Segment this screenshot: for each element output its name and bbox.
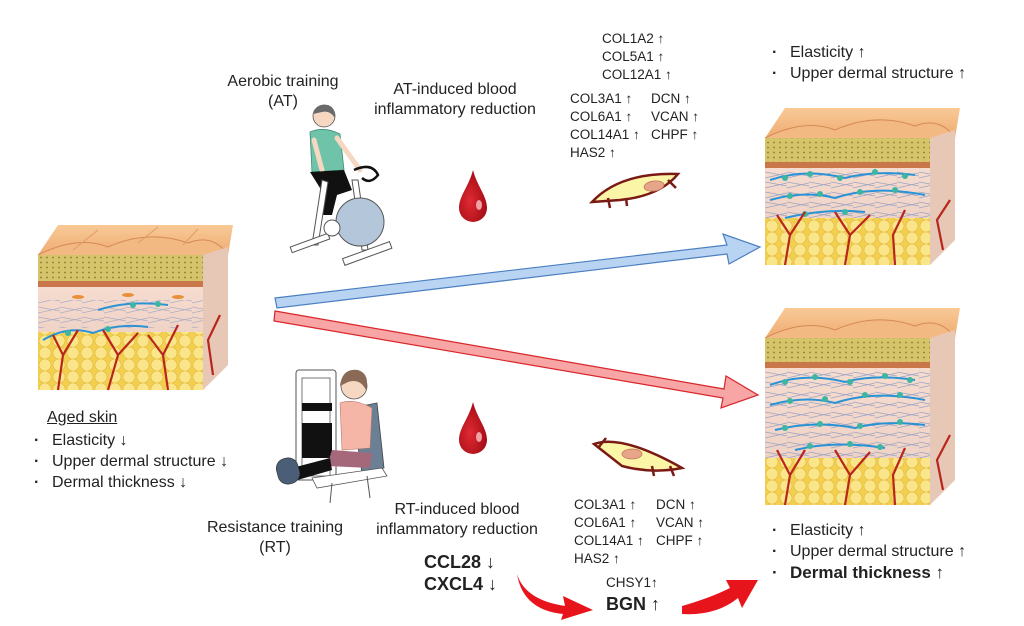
at-outcome-item: Elasticity ↑ bbox=[768, 42, 966, 63]
rt-blood-markers: CCL28 ↓ CXCL4 ↓ bbox=[424, 551, 497, 595]
aged-skin-title: Aged skin bbox=[47, 409, 118, 426]
fibroblast-icon bbox=[588, 172, 681, 209]
rt-genes-right: DCN ↑ VCAN ↑ CHPF ↑ bbox=[656, 497, 705, 548]
rt-genes-left: COL3A1 ↑ COL6A1 ↑ COL14A1 ↑ HAS2 ↑ bbox=[574, 497, 644, 566]
at-genes-top: COL1A2 ↑ COL5A1 ↑ COL12A1 ↑ bbox=[602, 31, 672, 82]
blood-drop-icon bbox=[459, 402, 487, 454]
at-outcome-list: Elasticity ↑ Upper dermal structure ↑ bbox=[768, 42, 966, 84]
rt-outcome-item: Upper dermal structure ↑ bbox=[768, 541, 966, 562]
blood-marker: CCL28 ↓ bbox=[424, 552, 496, 572]
rt-improved-skin-illustration bbox=[764, 308, 960, 506]
gene-chsy1: CHSY1↑ bbox=[606, 575, 658, 590]
at-arrow bbox=[274, 233, 762, 309]
at-outcome-item: Upper dermal structure ↑ bbox=[768, 63, 966, 84]
blood-marker: CXCL4 ↓ bbox=[424, 574, 498, 594]
rt-outcome-list: Elasticity ↑ Upper dermal structure ↑ De… bbox=[768, 520, 966, 583]
at-genes-left: COL3A1 ↑ COL6A1 ↑ COL14A1 ↑ HAS2 ↑ bbox=[570, 91, 640, 160]
rt-arrow bbox=[273, 310, 760, 409]
at-genes-right: DCN ↑ VCAN ↑ CHPF ↑ bbox=[651, 91, 700, 142]
aged-skin-bullet: Upper dermal structure ↓ bbox=[30, 451, 228, 472]
resistance-training-label: Resistance training (RT) bbox=[206, 519, 344, 556]
fibroblast-icon bbox=[591, 437, 686, 477]
rt-outcome-item-highlight: Dermal thickness ↑ bbox=[768, 562, 966, 583]
aged-skin-bullet: Elasticity ↓ bbox=[30, 430, 228, 451]
aged-skin-bullet: Dermal thickness ↓ bbox=[30, 472, 228, 493]
leg-press-machine-illustration bbox=[275, 369, 388, 504]
at-improved-skin-illustration bbox=[764, 108, 960, 266]
stationary-bike-illustration bbox=[289, 104, 393, 266]
aged-skin-illustration bbox=[37, 225, 233, 391]
rt-outcome-item: Elasticity ↑ bbox=[768, 520, 966, 541]
aerobic-training-label: Aerobic training (AT) bbox=[227, 73, 339, 110]
gene-bgn: BGN ↑ bbox=[606, 594, 660, 614]
at-effect-label: AT-induced blood inflammatory reduction bbox=[374, 81, 536, 118]
aged-skin-bullets: Elasticity ↓ Upper dermal structure ↓ De… bbox=[30, 430, 228, 493]
curved-arrow-icon bbox=[682, 580, 758, 615]
blood-drop-icon bbox=[459, 170, 487, 222]
rt-effect-label: RT-induced blood inflammatory reduction bbox=[376, 501, 538, 538]
curved-arrow-icon bbox=[517, 574, 593, 620]
